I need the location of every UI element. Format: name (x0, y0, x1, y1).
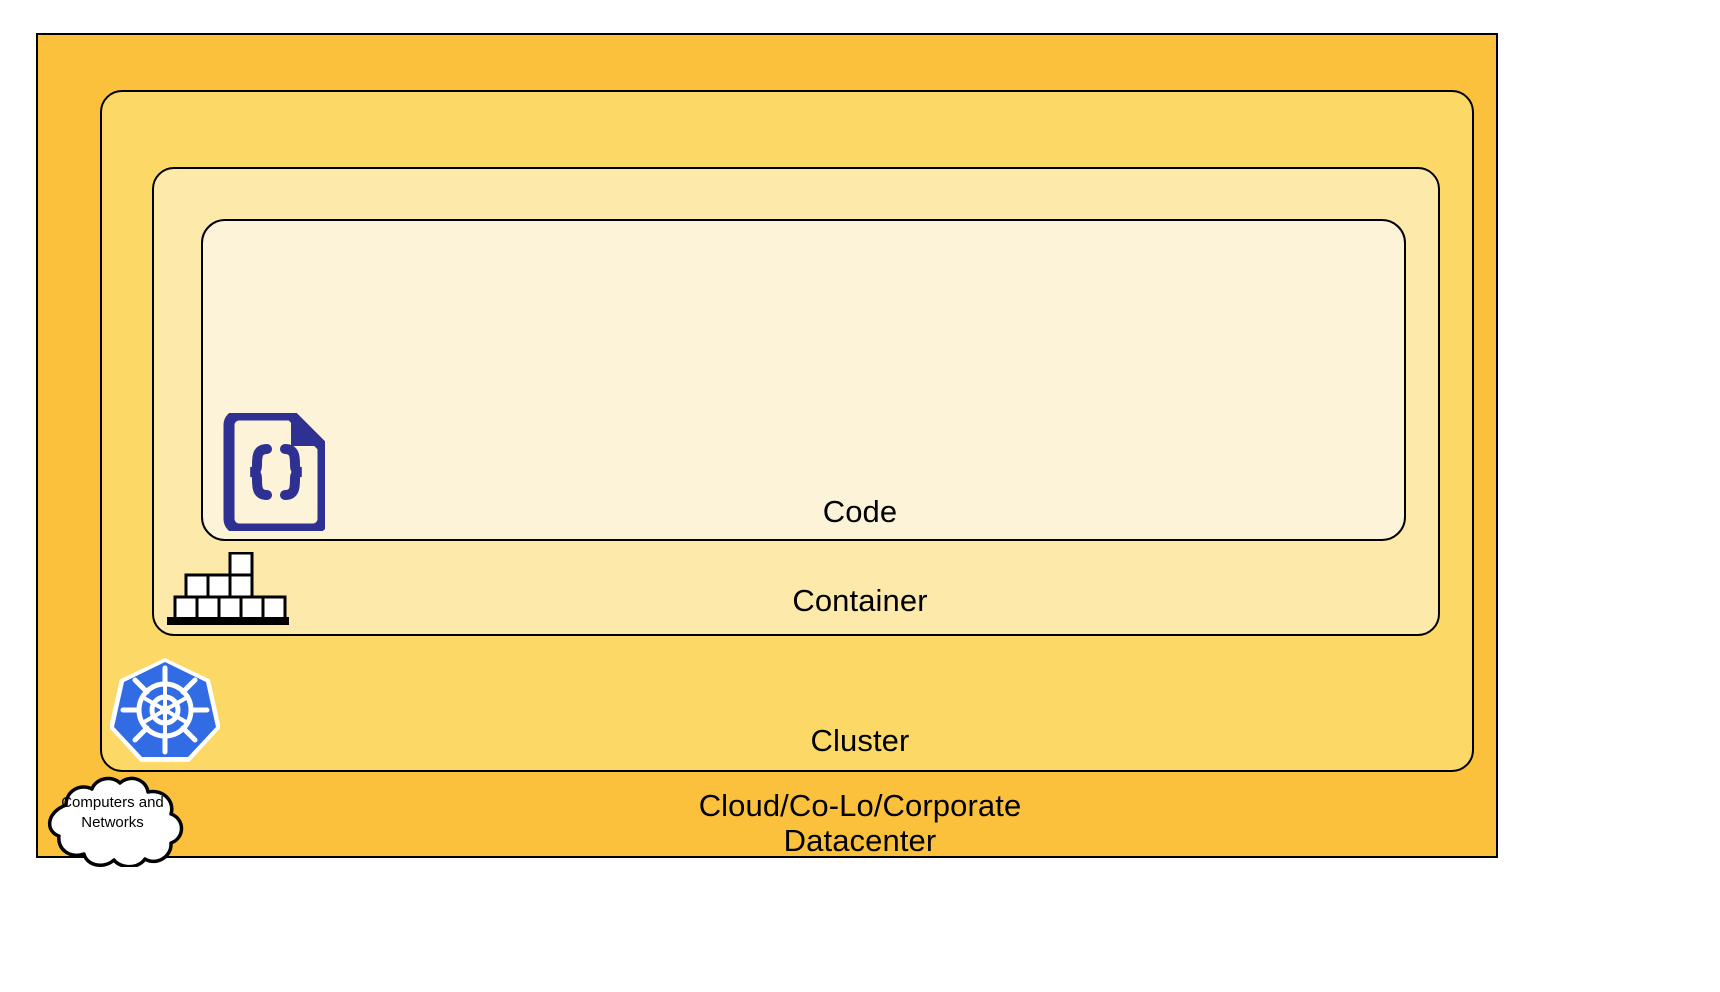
code-file-braces-icon (219, 409, 329, 535)
layer-label-code: Code (822, 494, 898, 529)
cloud-callout-icon (30, 775, 195, 869)
layer-label-cluster: Cluster (810, 723, 910, 758)
layer-label-container: Container (792, 583, 928, 618)
container-stacked-boxes-icon (167, 551, 289, 625)
layer-label-datacenter: Cloud/Co-Lo/Corporate Datacenter (698, 788, 1022, 859)
kubernetes-helm-wheel-icon (109, 655, 221, 765)
layer-code[interactable] (201, 219, 1406, 541)
